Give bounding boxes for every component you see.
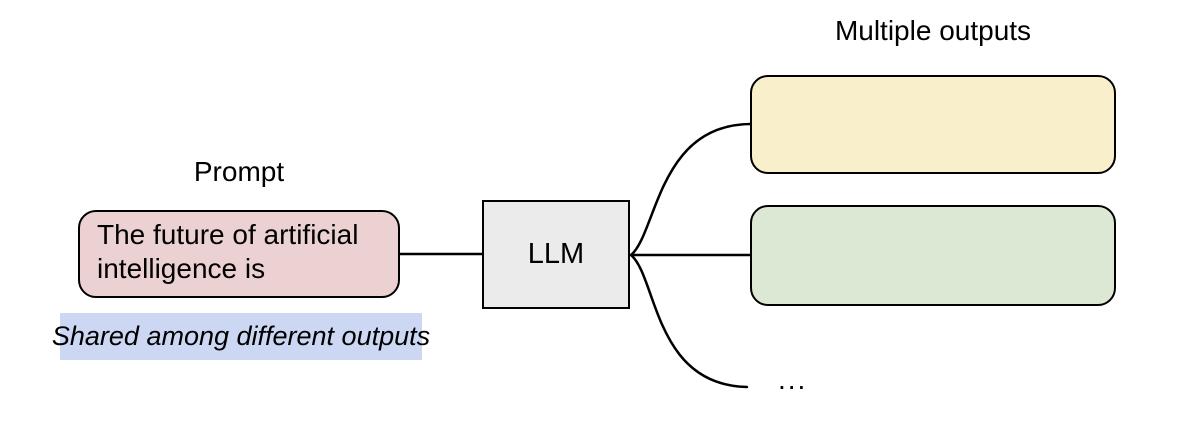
output-box-2	[750, 205, 1116, 306]
llm-to-ellipsis-curve	[629, 253, 749, 389]
prompt-label: Prompt	[193, 156, 285, 187]
multiple-outputs-label: Multiple outputs	[834, 15, 1032, 46]
outputs-ellipsis: ...	[778, 364, 808, 395]
prompt-shared-note: Shared among different outputs	[52, 313, 430, 360]
llm-box: LLM	[482, 200, 630, 309]
output-box-1	[750, 75, 1116, 174]
llm-to-output-1-curve	[629, 122, 753, 257]
prompt-box: The future of artificial intelligence is	[78, 210, 400, 298]
